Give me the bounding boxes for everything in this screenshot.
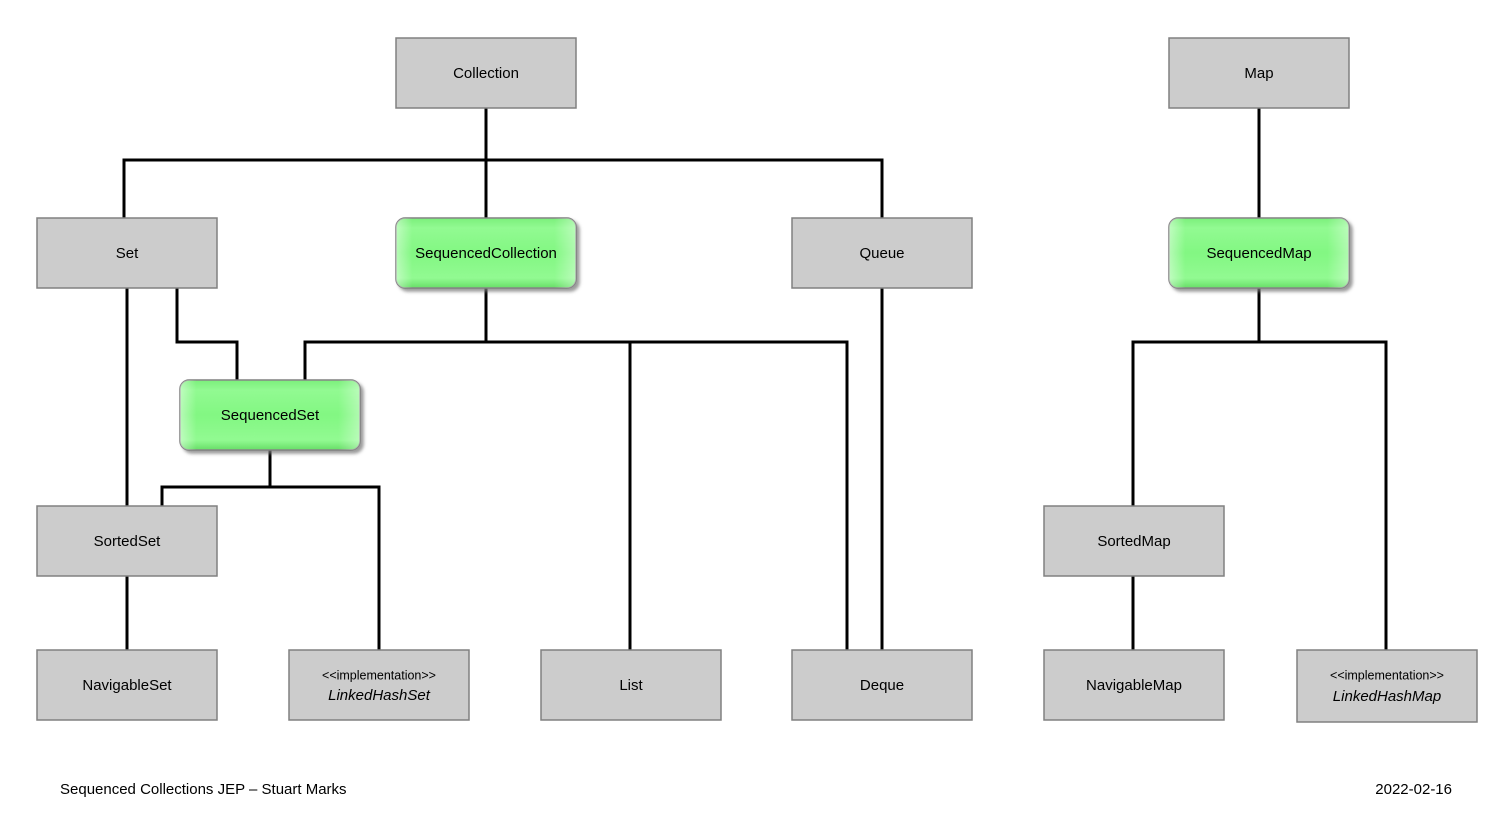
node-deque[interactable]: Deque (791, 649, 973, 721)
edge-seqset-to-linkedhashset (270, 485, 381, 650)
footer: Sequenced Collections JEP – Stuart Marks… (60, 781, 1452, 798)
node-label-sequencedmap: SequencedMap (1206, 245, 1311, 262)
edge-seqcoll-to-deque (630, 340, 849, 650)
edge-set-to-seqset (175, 288, 239, 380)
node-queue[interactable]: Queue (791, 217, 973, 289)
node-list[interactable]: List (540, 649, 722, 721)
node-sequencedmap[interactable]: SequencedMap (1168, 217, 1350, 289)
node-stereotype-linkedhashset: <<implementation>> (322, 668, 436, 682)
node-linkedhashmap[interactable]: <<implementation>> LinkedHashMap (1296, 649, 1478, 723)
node-label-sequencedcollection: SequencedCollection (415, 245, 557, 262)
node-label-map: Map (1244, 65, 1273, 82)
node-navigableset[interactable]: NavigableSet (36, 649, 218, 721)
footer-title: Sequenced Collections JEP – Stuart Marks (60, 781, 347, 798)
node-stereotype-linkedhashmap: <<implementation>> (1330, 668, 1444, 682)
node-label-linkedhashset: LinkedHashSet (328, 687, 431, 704)
node-label-linkedhashmap: LinkedHashMap (1333, 688, 1441, 705)
node-label-queue: Queue (859, 245, 904, 262)
edges-layer (122, 108, 1388, 650)
node-map[interactable]: Map (1168, 37, 1350, 109)
node-label-sequencedset: SequencedSet (221, 407, 320, 424)
edge-seqmap-to-linkedhashmap (1259, 340, 1388, 650)
footer-date: 2022-02-16 (1375, 781, 1452, 798)
node-label-list: List (619, 677, 643, 694)
node-collection[interactable]: Collection (395, 37, 577, 109)
node-label-navigablemap: NavigableMap (1086, 677, 1182, 694)
node-label-deque: Deque (860, 677, 904, 694)
nodes-layer: Collection Map Set SequencedCollection Q… (36, 37, 1478, 723)
node-sequencedcollection[interactable]: SequencedCollection (395, 217, 577, 289)
node-label-sortedmap: SortedMap (1097, 533, 1170, 550)
edge-collection-to-queue (486, 158, 884, 218)
node-sortedmap[interactable]: SortedMap (1043, 505, 1225, 577)
node-label-set: Set (116, 245, 139, 262)
edge-seqmap-to-sortedmap (1131, 288, 1261, 506)
edge-collection-bus (122, 108, 488, 218)
node-sequencedset[interactable]: SequencedSet (179, 379, 361, 451)
node-label-navigableset: NavigableSet (82, 677, 172, 694)
edge-seqset-to-sortedset (160, 450, 272, 506)
node-set[interactable]: Set (36, 217, 218, 289)
node-label-sortedset: SortedSet (94, 533, 162, 550)
node-linkedhashset[interactable]: <<implementation>> LinkedHashSet (288, 649, 470, 721)
node-sortedset[interactable]: SortedSet (36, 505, 218, 577)
node-navigablemap[interactable]: NavigableMap (1043, 649, 1225, 721)
edge-seqcoll-to-seqset (303, 288, 488, 380)
node-label-collection: Collection (453, 65, 519, 82)
edge-seqcoll-to-list (486, 340, 632, 650)
